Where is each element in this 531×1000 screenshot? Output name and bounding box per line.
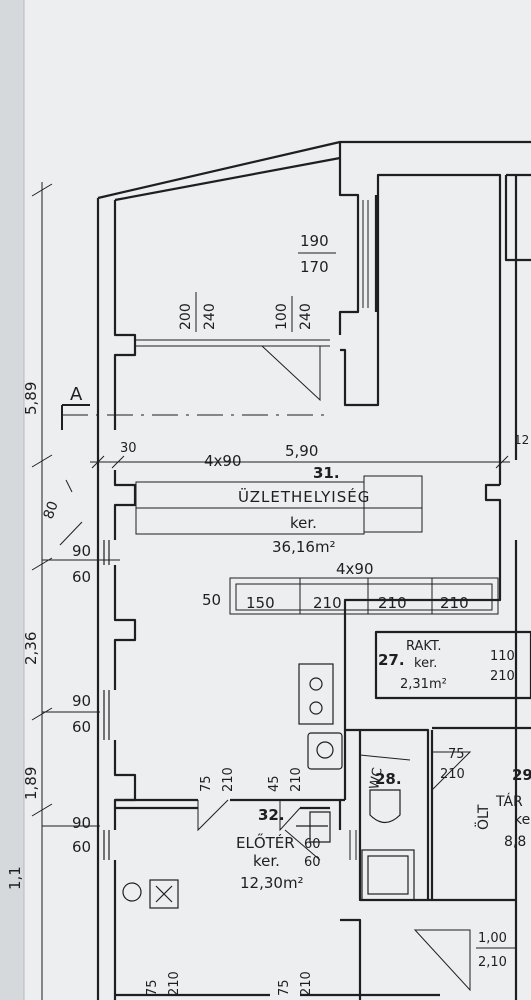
sink-unit <box>298 663 334 725</box>
shelving-outlines <box>135 475 499 615</box>
door-swings <box>197 345 472 992</box>
upper-window <box>135 200 369 347</box>
dim-11: 1,1 <box>6 866 24 890</box>
door-5-bottom: 2,10 <box>478 955 507 970</box>
dim-189: 1,89 <box>22 767 40 800</box>
door-1-bottom: 210 <box>221 767 236 792</box>
shelving-lower-label: 4x90 <box>336 560 374 578</box>
room-31-floor: ker. <box>290 514 317 532</box>
room-32-floor: ker. <box>253 852 280 870</box>
door-2-top: 45 <box>267 775 282 792</box>
washbasin <box>307 732 343 770</box>
side-window-2-bottom: 60 <box>72 718 91 736</box>
side-window-1-top: 90 <box>72 542 91 560</box>
dim-80: 80 <box>41 499 62 521</box>
room-32-name: ELŐTÉR <box>236 832 295 852</box>
room-32-number: 32. <box>258 806 285 824</box>
room-29-floor: ke <box>514 812 530 828</box>
room-27-number: 27. <box>378 651 405 669</box>
room-29-number: 29 <box>512 766 531 784</box>
shelving-cell-2: 210 <box>313 594 342 612</box>
vent-box <box>149 879 179 909</box>
door-4-bottom: 210 <box>440 767 465 782</box>
door-6-bottom: 210 <box>167 971 182 996</box>
shelving-left-gap: 50 <box>202 591 221 609</box>
side-window-1-bottom: 60 <box>72 568 91 586</box>
room-27-door-bottom: 210 <box>490 669 515 684</box>
room-29-extra: ÖLT <box>474 804 492 830</box>
outer-wall-left-inner <box>113 200 137 1000</box>
room-27-name: RAKT. <box>406 639 441 654</box>
top-slanted-wall-inner <box>114 156 341 202</box>
room-28-number: 28. <box>375 770 402 788</box>
room-27-floor: ker. <box>414 656 437 671</box>
right-wall <box>343 483 502 732</box>
dim-30: 30 <box>120 441 137 456</box>
room-27-outline <box>374 630 531 700</box>
room-29-area: 8,8 <box>504 834 526 850</box>
room-31-number: 31. <box>313 464 340 482</box>
door-3-bottom: 60 <box>304 855 321 870</box>
side-window-marks <box>103 540 110 860</box>
shelving-upper-label: 4x90 <box>204 452 242 470</box>
door-7-bottom: 210 <box>299 971 314 996</box>
shelving-cell-4: 210 <box>440 594 469 612</box>
room-29-name: TÁR <box>495 793 523 810</box>
window-3-top: 100 <box>274 303 290 330</box>
window-1-top: 190 <box>300 232 329 250</box>
shelving-cell-1: 150 <box>246 594 275 612</box>
fixtures <box>122 663 415 909</box>
door-2-bottom: 210 <box>289 767 304 792</box>
room-31-area: 36,16m² <box>272 538 336 556</box>
side-window-2-top: 90 <box>72 692 91 710</box>
dim-12: 12 <box>514 433 529 447</box>
dimension-lines <box>31 182 510 1000</box>
window-3-bottom: 240 <box>298 303 314 330</box>
door-4-top: 75 <box>448 747 465 762</box>
stub-walls <box>340 798 362 1000</box>
shelving-cell-3: 210 <box>378 594 407 612</box>
walls <box>96 140 531 1000</box>
side-window-3-bottom: 60 <box>72 838 91 856</box>
door-5-top: 1,00 <box>478 931 507 946</box>
door-1-top: 75 <box>199 775 214 792</box>
toilet <box>369 789 401 824</box>
lower-rooms-walls <box>343 726 531 902</box>
dim-overall: 5,89 <box>22 382 40 415</box>
window-2-top: 200 <box>178 303 194 330</box>
right-top-block <box>504 173 531 262</box>
door-6-top: 75 <box>145 979 160 996</box>
room-31-name: ÜZLETHELYISÉG <box>238 487 370 506</box>
dim-236: 2,36 <box>22 632 40 665</box>
annotations: A 5,89 2,36 1,89 1,1 80 30 5,90 12 190 1… <box>6 232 531 996</box>
door-7-top: 75 <box>277 979 292 996</box>
section-marker: A <box>70 384 83 405</box>
page-edge-shadow <box>0 0 24 1000</box>
window-1-bottom: 170 <box>300 258 329 276</box>
room-28-label: WC <box>367 766 386 790</box>
door-3-top: 60 <box>304 837 321 852</box>
room-27-area: 2,31m² <box>400 677 447 692</box>
side-window-3-top: 90 <box>72 814 91 832</box>
shower-tray <box>361 849 415 901</box>
room-32-area: 12,30m² <box>240 874 304 892</box>
dim-590: 5,90 <box>285 442 318 460</box>
room-27-door-top: 110 <box>490 649 515 664</box>
window-2-bottom: 240 <box>202 303 218 330</box>
